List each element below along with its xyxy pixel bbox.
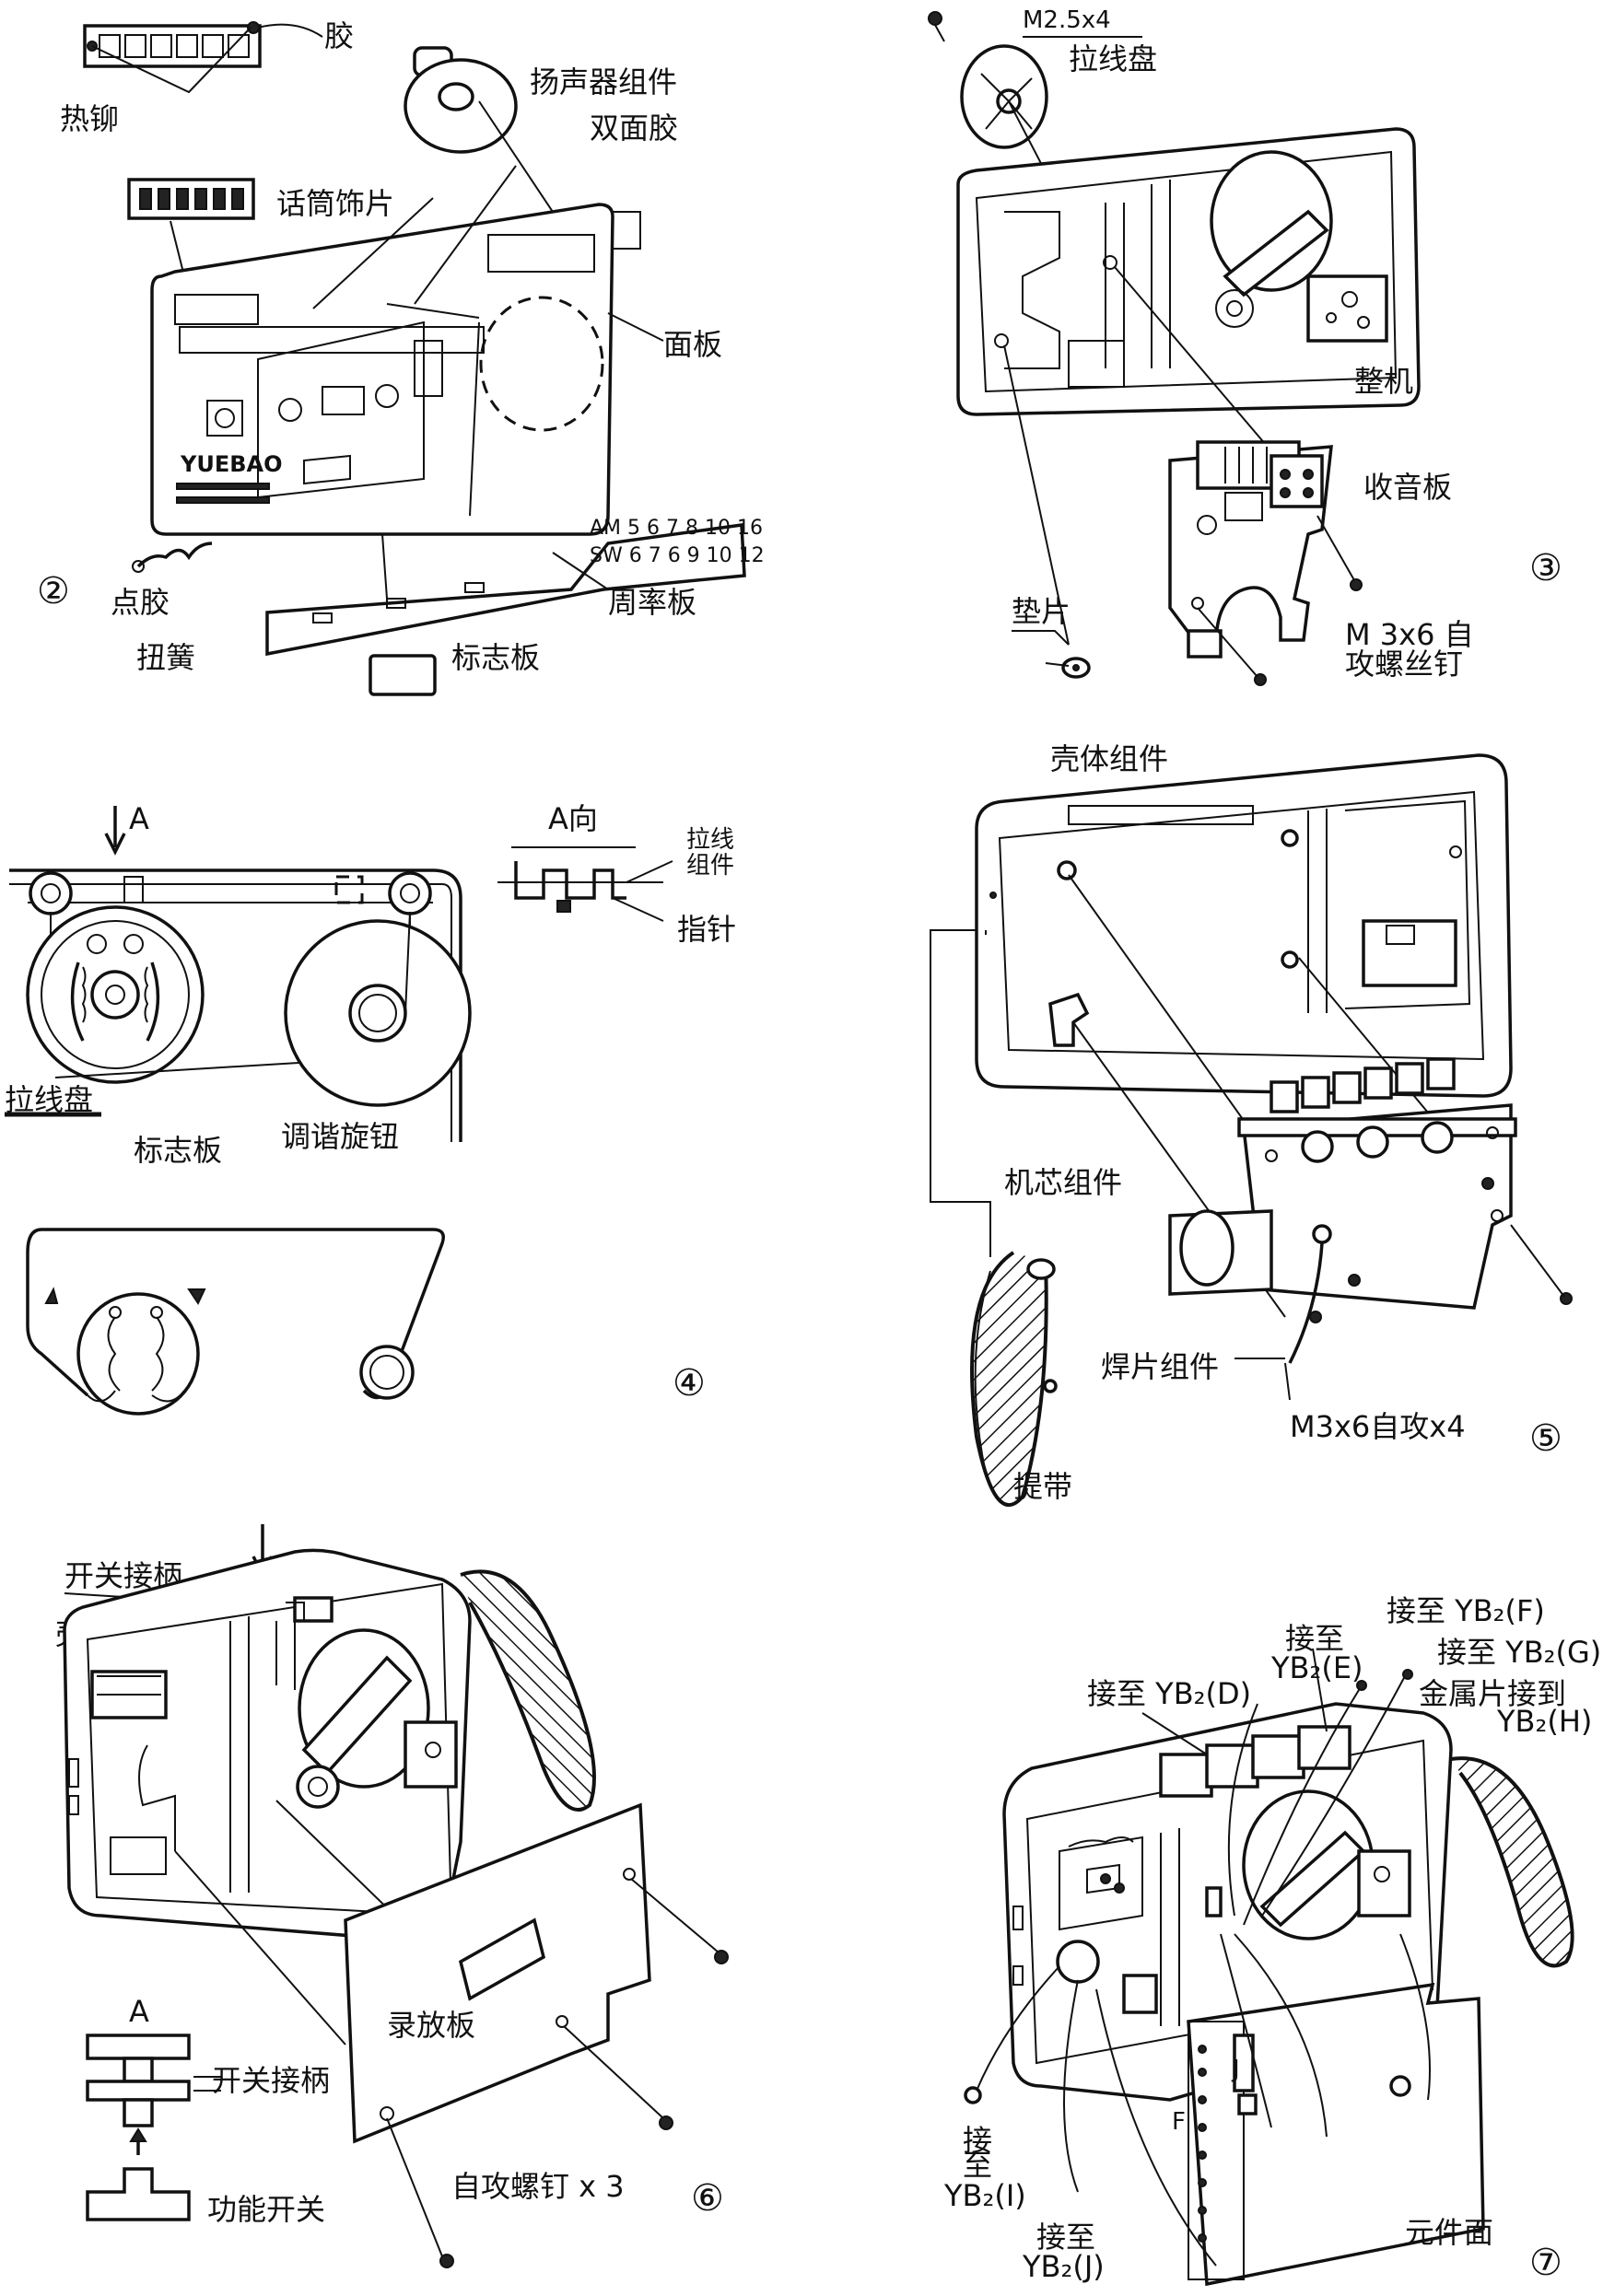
diagram-5-number: ⑤ bbox=[1529, 1417, 1562, 1460]
metal-tab-label-line1: 金属片接到 bbox=[1419, 1676, 1566, 1711]
washer-label: 垫片 bbox=[1012, 594, 1071, 629]
whole-unit-label: 整机 bbox=[1354, 364, 1413, 399]
case-assembly-label: 壳体组件 bbox=[1050, 741, 1168, 776]
mark-f-label: F bbox=[1172, 2108, 1186, 2136]
component-side-label: 元件面 bbox=[1405, 2215, 1493, 2250]
brand-logo-text: YUEBAO bbox=[180, 451, 283, 477]
solder-tab-assembly-part bbox=[1288, 1177, 1573, 1364]
mic-trim-label: 话筒饰片 bbox=[276, 186, 394, 221]
torsion-spring-part bbox=[132, 542, 213, 573]
to-yb2-e-label-line1: 接至 bbox=[1285, 1621, 1344, 1656]
mark-j-label: J bbox=[1231, 2056, 1240, 2083]
tuning-knob-diagram-4 bbox=[284, 911, 472, 1107]
switch-detail-part bbox=[86, 2034, 221, 2221]
diagram-5: 壳体组件 bbox=[930, 741, 1573, 1508]
strap-part-6 bbox=[460, 1569, 596, 1812]
strap-label-5: 提带 bbox=[1013, 1469, 1072, 1504]
tuning-knob-label: 调谐旋钮 bbox=[281, 1119, 399, 1154]
core-assembly-part bbox=[1168, 1057, 1517, 1310]
mic-trim-part bbox=[127, 178, 255, 277]
to-yb2-f-label: 接至 YB₂(F) bbox=[1387, 1593, 1545, 1628]
to-yb2-d-label: 接至 YB₂(D) bbox=[1087, 1676, 1251, 1711]
diagram-7: 接至 YB₂(F) 接至 YB₂(E) 接至 YB₂(G) 接至 YB₂(D) … bbox=[943, 1593, 1601, 2287]
glue-label: 胶 bbox=[324, 18, 354, 53]
logo-plate-label-4: 标志板 bbox=[134, 1133, 222, 1168]
to-yb2-g-label: 接至 YB₂(G) bbox=[1437, 1635, 1601, 1670]
pulley-label-3: 拉线盘 bbox=[1069, 41, 1157, 76]
logo-plate-part bbox=[369, 654, 437, 696]
hot-rivet-label: 热铆 bbox=[60, 101, 119, 136]
diagram-6-number: ⑥ bbox=[691, 2177, 724, 2220]
pulley-wheel-diagram-4 bbox=[26, 871, 432, 1084]
sw-scale-text: SW 6 7 6 9 10 12 bbox=[590, 544, 765, 567]
double-tape-label: 双面胶 bbox=[590, 111, 678, 146]
screw-m3x6-label: M3x6自攻x4 bbox=[1290, 1409, 1466, 1444]
speaker-assembly-label: 扬声器组件 bbox=[530, 64, 677, 99]
case-assembly-part bbox=[975, 753, 1513, 1318]
record-board-label: 录放板 bbox=[387, 2008, 475, 2043]
diagram-2: 胶 热铆 扬声器组件 双面胶 话筒饰片 bbox=[37, 18, 765, 696]
screw-m3-label-line1: M 3x6 自 bbox=[1345, 617, 1474, 652]
a-direction-detail bbox=[497, 846, 673, 922]
metal-tab-label-line2: YB₂(H) bbox=[1496, 1704, 1592, 1739]
frequency-plate-label: 周率板 bbox=[608, 585, 696, 620]
solder-tab-assembly-label: 焊片组件 bbox=[1101, 1349, 1219, 1384]
core-assembly-label: 机芯组件 bbox=[1004, 1165, 1122, 1200]
to-yb2-j-label-line2: YB₂(J) bbox=[1022, 2249, 1105, 2284]
diagram-3: M2.5x4 拉线盘 bbox=[928, 6, 1562, 686]
to-yb2-j-label-line1: 接至 bbox=[1036, 2220, 1095, 2255]
torsion-spring-label: 扭簧 bbox=[136, 640, 195, 675]
to-yb2-i-label-line3: YB₂(I) bbox=[943, 2178, 1026, 2213]
pointer-label: 指针 bbox=[677, 912, 736, 947]
detail-switch-handle-label: 开关接柄 bbox=[212, 2063, 330, 2098]
whole-unit-case-part bbox=[956, 127, 1421, 646]
panel-label: 面板 bbox=[663, 327, 722, 362]
radio-board-label: 收音板 bbox=[1363, 470, 1452, 505]
self-tapping-screw-label: 自攻螺钉 x 3 bbox=[451, 2169, 625, 2204]
screw-m3-label-line2: 攻螺丝钉 bbox=[1345, 647, 1463, 682]
hot-rivet-strip-part bbox=[83, 21, 323, 94]
diagram-4-number: ④ bbox=[673, 1362, 706, 1404]
screw-m25-part bbox=[928, 11, 945, 42]
diagram-6: A 开关接柄 壳体 bbox=[55, 1524, 729, 2268]
front-panel-part bbox=[150, 165, 664, 536]
cord-routing-loop bbox=[26, 1228, 445, 1416]
strap-part-5 bbox=[930, 929, 1058, 1508]
to-yb2-i-label-line2: 至 bbox=[963, 2148, 992, 2183]
cord-assembly-label-line2: 组件 bbox=[686, 852, 734, 880]
record-board-part bbox=[344, 1802, 729, 2268]
screw-m25-label: M2.5x4 bbox=[1023, 6, 1111, 34]
function-switch-label: 功能开关 bbox=[207, 2192, 325, 2227]
pulley-label-4: 拉线盘 bbox=[5, 1082, 93, 1117]
diagram-3-number: ③ bbox=[1529, 547, 1562, 589]
am-scale-text: AM 5 6 7 8 10 16 bbox=[590, 517, 763, 540]
arrow-a-label-4: A bbox=[129, 801, 149, 836]
a-direction-label: A向 bbox=[548, 801, 598, 836]
case-part-6 bbox=[63, 1548, 472, 2045]
cord-assembly-label-line1: 拉线 bbox=[686, 826, 734, 854]
frequency-plate-part bbox=[265, 523, 746, 657]
connection-wires bbox=[964, 1648, 1431, 2267]
diagram-2-number: ② bbox=[37, 570, 70, 612]
small-screws-3 bbox=[1197, 578, 1363, 686]
to-yb2-i-label-line1: 接 bbox=[963, 2123, 992, 2158]
diagram-4: A 拉线盘 bbox=[5, 801, 736, 1416]
speaker-assembly-part bbox=[404, 46, 591, 268]
diagram-7-number: ⑦ bbox=[1529, 2242, 1562, 2284]
point-glue-label: 点胶 bbox=[111, 585, 170, 620]
strap-part-7 bbox=[1450, 1756, 1574, 1968]
radio-board-part bbox=[1168, 440, 1355, 658]
component-board-part bbox=[1187, 1982, 1485, 2287]
detail-a-label: A bbox=[129, 1994, 149, 2029]
logo-plate-label-2: 标志板 bbox=[451, 640, 540, 675]
